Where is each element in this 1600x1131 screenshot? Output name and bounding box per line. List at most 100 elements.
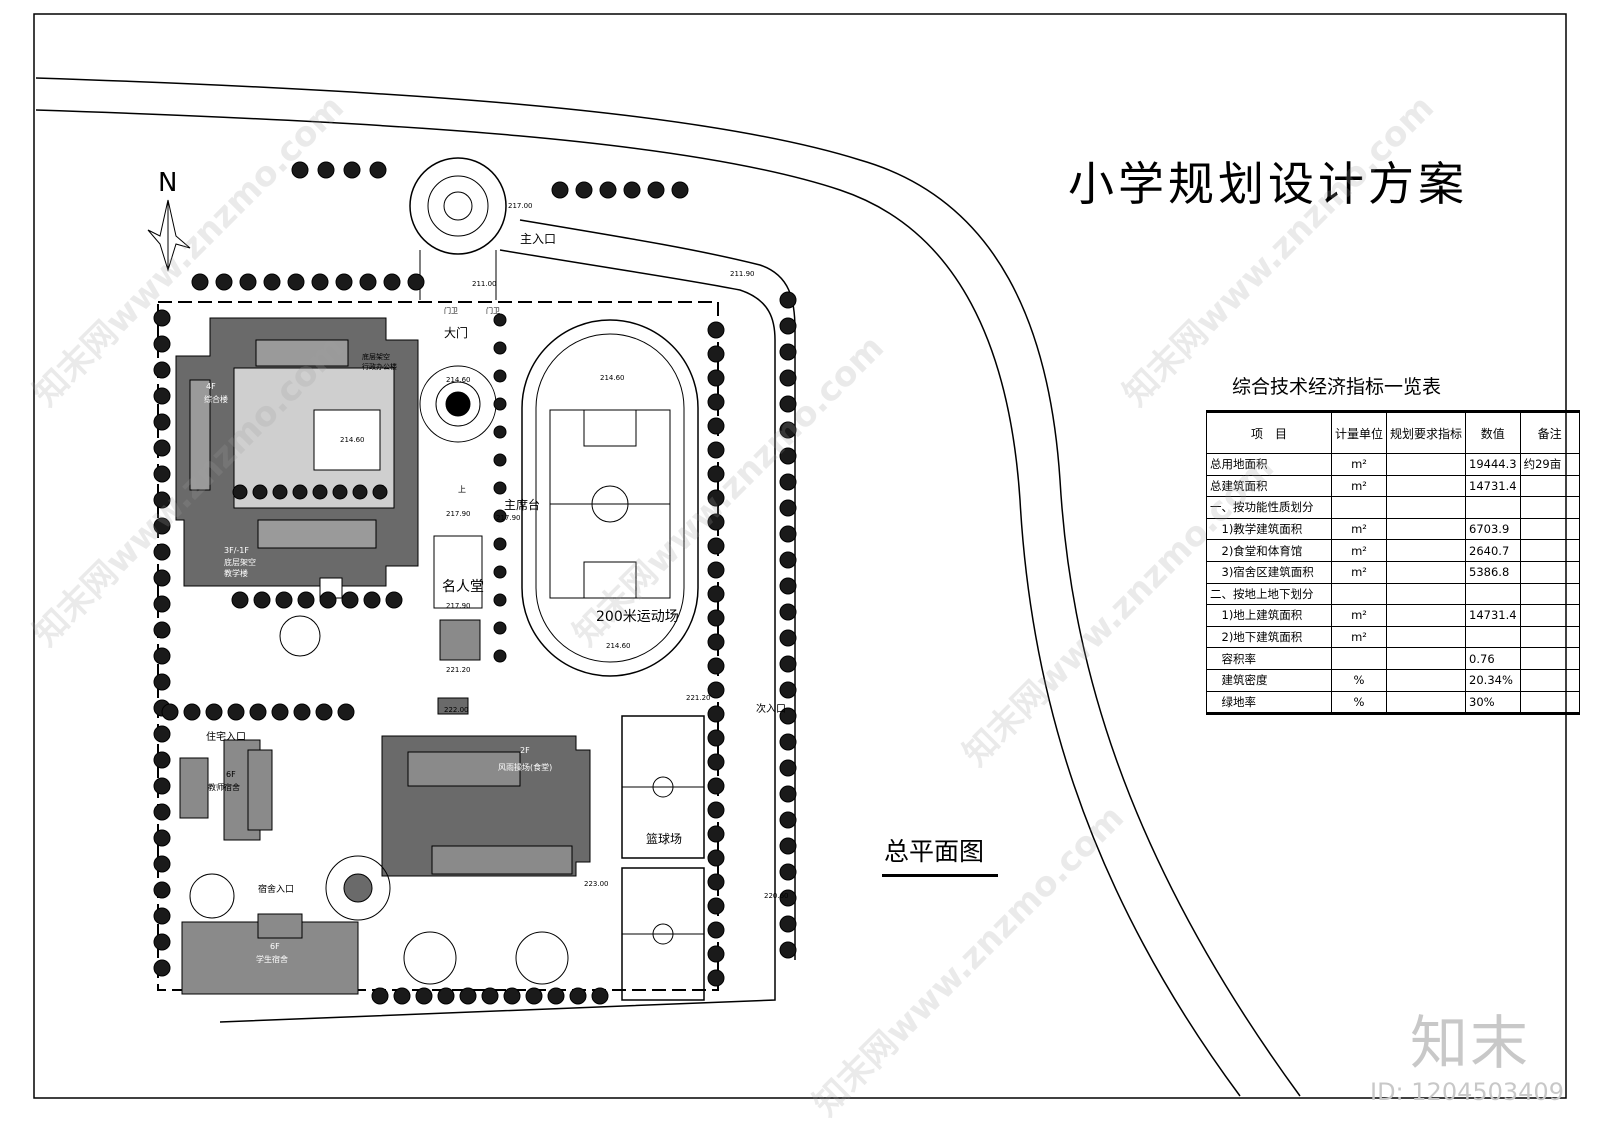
elevation-mark: 221.20 [686,694,711,702]
tree-icon [332,484,348,500]
table-cell [1465,625,1521,649]
tree-icon [393,987,411,1005]
tree-icon [493,369,507,383]
table-cell: 14731.4 [1465,604,1521,627]
table-cell [1386,453,1467,476]
tree-icon [779,343,797,361]
table-cell [1386,474,1467,498]
tree-icon [779,291,797,309]
tree-icon [503,987,521,1005]
table-cell [1519,625,1580,649]
tree-icon [647,181,665,199]
elevation-mark: 214.60 [600,374,625,382]
tree-icon [493,621,507,635]
table-cell [1519,647,1580,670]
tree-icon [779,395,797,413]
basketball-courts [621,715,705,1001]
tree-icon [205,703,223,721]
table-cell: m² [1330,539,1388,562]
admin2-label: 行政办公楼 [362,363,397,371]
tree-icon [707,729,725,747]
tree-icon [363,591,381,609]
table-cell: 3)宿舍区建筑面积 [1206,560,1332,584]
table-cell [1330,647,1388,670]
tree-icon [779,525,797,543]
tree-icon [319,591,337,609]
elevation-mark: 214.60 [606,642,631,650]
tree-icon [311,273,329,291]
canteen-floors-label: 2F [520,746,530,755]
table-row: 二、按地上地下划分 [1206,582,1580,606]
tree-icon [779,707,797,725]
plan-label-underline [882,874,998,877]
landscape-circles [189,615,569,985]
tree-icon [493,313,507,327]
teacher-dorm [179,739,273,841]
tree-icon [707,537,725,555]
elevation-mark: 214.60 [446,376,471,384]
tree-icon [153,465,171,483]
header-note: 备注 [1519,411,1580,454]
canteen-building [381,735,591,877]
tree-icon [335,273,353,291]
table-cell [1386,647,1467,670]
elevation-mark: 222.00 [444,706,469,714]
tree-icon [779,447,797,465]
tree-icon [153,855,171,873]
tree-icon [707,897,725,915]
tree-icon [191,273,209,291]
elevation-mark: 221.20 [446,666,471,674]
table-cell [1519,604,1580,627]
tree-icon [153,491,171,509]
tree-icon [551,181,569,199]
tree-icon [153,361,171,379]
tree-icon [153,803,171,821]
tree-icon [779,421,797,439]
tree-icon [252,484,268,500]
table-cell [1330,582,1388,606]
tree-icon [707,921,725,939]
tree-icon [779,655,797,673]
tree-icon [153,959,171,977]
table-cell: 一、按功能性质划分 [1206,496,1332,519]
tree-icon [343,161,361,179]
table-cell [1519,539,1580,562]
table-cell [1386,496,1467,519]
tree-icon [779,889,797,907]
table-cell: 绿地率 [1206,690,1332,715]
tree-icon [707,585,725,603]
tree-icon [493,565,507,579]
tree-icon [437,987,455,1005]
track-label: 200米运动场 [596,609,679,625]
tree-icon [153,829,171,847]
tree-icon [493,509,507,523]
tree-icon [153,387,171,405]
tree-icon [291,161,309,179]
header-required: 规划要求指标 [1386,411,1467,454]
table-cell [1519,560,1580,584]
table-cell: 2640.7 [1465,539,1521,562]
table-cell [1519,582,1580,606]
tree-icon [575,181,593,199]
second-entrance-label: 次入口 [756,704,786,715]
tree-icon [292,484,308,500]
table-cell: m² [1330,517,1388,541]
up-label: 上 [458,485,466,494]
header-value: 数值 [1465,411,1521,454]
table-header-row: 项 目 计量单位 规划要求指标 数值 备注 [1206,411,1580,454]
table-cell [1386,625,1467,649]
teaching-name-label: 教学楼 [224,569,248,578]
tree-icon [153,335,171,353]
tree-icon [272,484,288,500]
tree-icon [415,987,433,1005]
teaching-floors-label: 3F/-1F [224,546,249,555]
elevation-mark: 217.90 [446,510,471,518]
tree-icon [481,987,499,1005]
table-row: 绿地率%30% [1206,690,1580,715]
tree-icon [337,703,355,721]
table-cell: m² [1330,604,1388,627]
residence-entrance-label: 住宅入口 [206,732,246,743]
tree-icon [779,629,797,647]
